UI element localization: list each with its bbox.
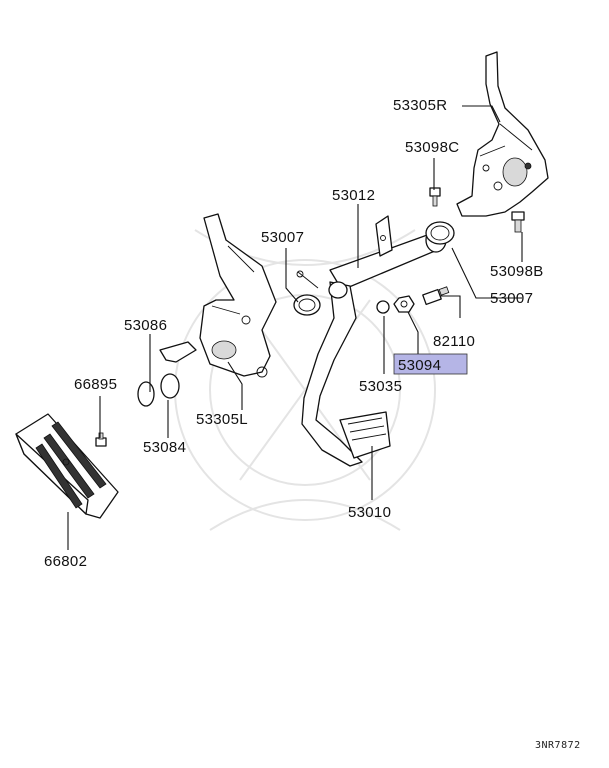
accelerator-pedal-66802 (15, 413, 119, 519)
label-53010[interactable]: 53010 (348, 504, 391, 521)
label-53305R[interactable]: 53305R (393, 97, 447, 114)
label-53086[interactable]: 53086 (124, 317, 167, 334)
label-53094[interactable]: 53094 (398, 357, 441, 374)
label-53084[interactable]: 53084 (143, 439, 186, 456)
bushing-53007-right (425, 221, 455, 245)
label-53035[interactable]: 53035 (359, 378, 402, 395)
label-53007-left[interactable]: 53007 (261, 229, 304, 246)
bracket-53305L (199, 213, 277, 378)
stopper-53035 (376, 300, 390, 314)
bolt-66895 (95, 432, 107, 447)
leader-lines (67, 105, 523, 550)
clip-53086 (159, 341, 197, 363)
bolt-53098C (429, 187, 441, 207)
bracket-53305R (456, 51, 549, 217)
pin-53007 (296, 270, 319, 289)
label-66802[interactable]: 66802 (44, 553, 87, 570)
highlight-box-53094 (393, 353, 468, 375)
pedal-arm-53010 (301, 281, 391, 467)
label-66895[interactable]: 66895 (74, 376, 117, 393)
switch-82110 (422, 286, 450, 306)
nut-53094 (393, 295, 415, 313)
label-53305L[interactable]: 53305L (196, 411, 248, 428)
label-53012[interactable]: 53012 (332, 187, 375, 204)
bolt-53098B (511, 211, 525, 233)
label-53007-right[interactable]: 53007 (490, 290, 533, 307)
label-53098C[interactable]: 53098C (405, 139, 459, 156)
ring-53084 (137, 373, 180, 407)
label-53098B[interactable]: 53098B (490, 263, 544, 280)
label-82110[interactable]: 82110 (433, 333, 475, 350)
reference-code: 3NR7872 (535, 740, 581, 751)
bushing-53007-left (293, 294, 321, 316)
